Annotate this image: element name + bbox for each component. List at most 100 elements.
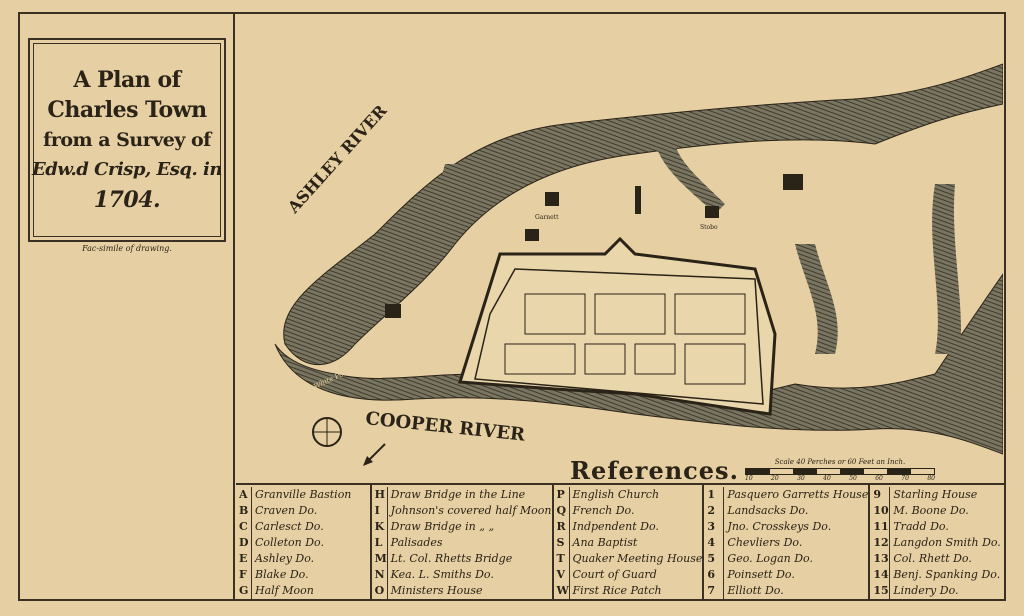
reference-key: 1 xyxy=(707,487,725,503)
facsimile-caption: Fac-simile of drawing. xyxy=(82,244,172,253)
reference-text: First Rice Patch xyxy=(572,584,662,597)
reference-key: D xyxy=(239,535,252,551)
reference-text: Jno. Crosskeys Do. xyxy=(727,520,832,533)
reference-text: Court of Guard xyxy=(572,568,657,581)
reference-key: 3 xyxy=(707,519,725,535)
creek xyxy=(655,144,725,214)
reference-key: 4 xyxy=(707,535,725,551)
reference-text: Blake Do. xyxy=(255,568,309,581)
reference-text: Lt. Col. Rhetts Bridge xyxy=(390,552,513,565)
scale-tick: 60 xyxy=(875,475,883,482)
references-title: References. xyxy=(570,456,739,485)
street-grid xyxy=(504,293,746,385)
cooper-river-label: COOPER RIVER xyxy=(364,408,527,446)
reference-key: 7 xyxy=(707,583,725,599)
reference-key: T xyxy=(557,551,570,567)
reference-text: M. Boone Do. xyxy=(893,504,969,517)
reference-key: Q xyxy=(557,503,570,519)
town-inner-wall xyxy=(474,268,764,405)
reference-text: Colleton Do. xyxy=(255,536,324,549)
scale-tick: 20 xyxy=(771,475,779,482)
creek xyxy=(795,244,838,354)
scale-tick: 40 xyxy=(823,475,831,482)
reference-text: Quaker Meeting House xyxy=(572,552,703,565)
reference-text: Tradd Do. xyxy=(893,520,949,533)
reference-text: Langdon Smith Do. xyxy=(893,536,1001,549)
reference-text: Elliott Do. xyxy=(727,584,784,597)
compass-rose-icon xyxy=(312,417,386,466)
reference-text: Starling House xyxy=(893,488,978,501)
reference-key: M xyxy=(374,551,388,567)
reference-text: Pasquero Garretts House xyxy=(727,488,869,501)
title-line-1: A Plan of xyxy=(73,67,181,93)
reference-text: Chevliers Do. xyxy=(727,536,803,549)
scale-tick: 80 xyxy=(927,475,935,482)
buildings xyxy=(385,174,803,318)
reference-text: Lindery Do. xyxy=(893,584,959,597)
reference-text: Craven Do. xyxy=(255,504,318,517)
scale-label: Scale 40 Perches or 60 Feet an Inch. xyxy=(774,458,906,466)
reference-text: Ana Baptist xyxy=(572,536,638,549)
reference-text: Indpendent Do. xyxy=(572,520,659,533)
reference-key: S xyxy=(557,535,570,551)
reference-text: Granville Bastion xyxy=(255,488,352,501)
creek xyxy=(410,164,460,274)
reference-key: I xyxy=(375,503,388,519)
reference-key: B xyxy=(239,503,252,519)
reference-text: Palisades xyxy=(390,536,443,549)
reference-text: English Church xyxy=(572,488,660,501)
map-drawing: ASHLEY RIVER COOPER RIVER White Point Ga… xyxy=(274,63,1003,466)
reference-key: 2 xyxy=(707,503,725,519)
scale-bar-graphic xyxy=(745,468,935,475)
title-cartouche: A Plan of Charles Town from a Survey of … xyxy=(28,38,226,242)
reference-key: L xyxy=(375,535,388,551)
title-line-5: 1704. xyxy=(93,187,161,213)
reference-key: 15 xyxy=(873,583,891,599)
reference-text: Ashley Do. xyxy=(255,552,315,565)
reference-key: 6 xyxy=(707,567,725,583)
reference-text: Poinsett Do. xyxy=(727,568,795,581)
reference-key: F xyxy=(239,567,252,583)
reference-text: Half Moon xyxy=(255,584,314,597)
reference-key: 10 xyxy=(873,503,891,519)
scale-tick: 30 xyxy=(797,475,805,482)
reference-text: Benj. Spanking Do. xyxy=(893,568,1001,581)
reference-text: Carlesct Do. xyxy=(255,520,324,533)
reference-key: P xyxy=(557,487,570,503)
reference-text: Draw Bridge in the Line xyxy=(390,488,526,501)
reference-text: Draw Bridge in „ „ xyxy=(390,520,495,533)
reference-key: C xyxy=(239,519,252,535)
reference-text: Col. Rhett Do. xyxy=(893,552,972,565)
reference-text: Kea. L. Smiths Do. xyxy=(390,568,494,581)
reference-key: 14 xyxy=(873,567,891,583)
